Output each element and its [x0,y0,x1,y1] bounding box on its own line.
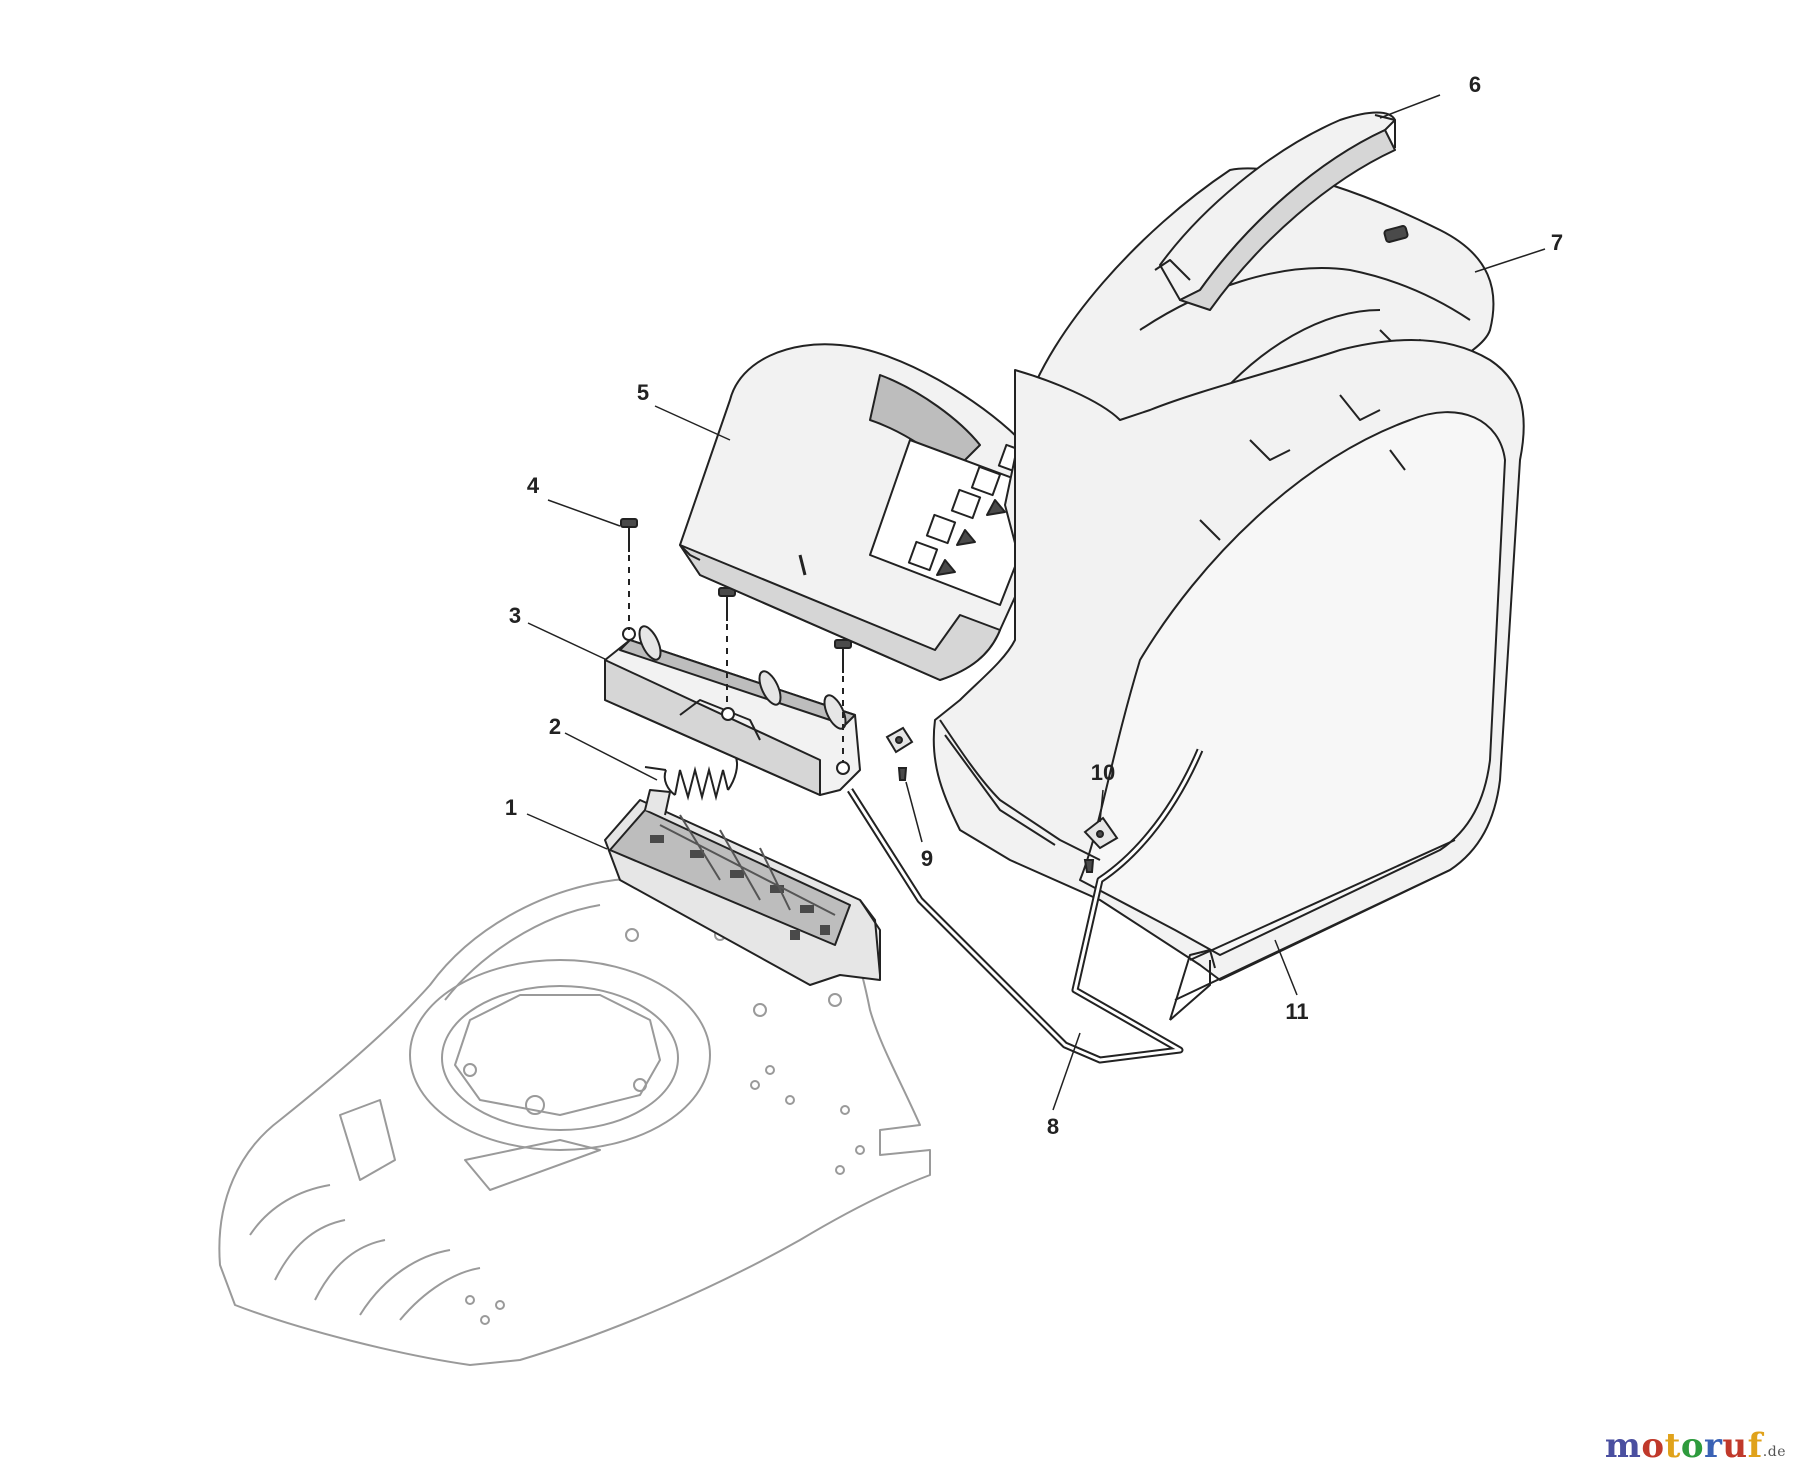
callout-6: 6 [1469,72,1481,97]
part-11-grass-bag [932,339,1525,1021]
watermark-letter: u [1722,1426,1748,1466]
callout-3: 3 [509,603,521,628]
watermark-logo: motoruf.de [1605,1426,1786,1466]
part-5-cover [679,343,1055,681]
callout-10: 10 [1091,760,1115,785]
callout-5: 5 [637,380,649,405]
callout-8: 8 [1047,1114,1059,1139]
watermark-letter: t [1664,1426,1681,1466]
part-9-bracket [885,726,914,781]
part-3-flap [604,625,861,796]
part-6-handle [1154,111,1396,311]
watermark-tld: .de [1762,1444,1786,1460]
part-4-screws [620,518,852,762]
callout-numbers: 1 2 3 4 5 6 7 8 9 10 11 [505,72,1563,1139]
leader-lines [526,94,1546,1111]
callout-11: 11 [1285,999,1308,1024]
watermark-letter: o [1641,1426,1665,1466]
watermark-letter: o [1680,1426,1704,1466]
watermark-letter: m [1604,1426,1642,1466]
callout-1: 1 [505,795,517,820]
callout-2: 2 [549,714,561,739]
callout-7: 7 [1551,230,1563,255]
watermark-letter: r [1704,1426,1723,1466]
watermark-letter: f [1747,1426,1763,1466]
part-8-frame-inner [848,749,1202,1062]
part-1-flap-bracket [604,789,881,986]
callout-4: 4 [527,473,540,498]
callout-9: 9 [921,846,933,871]
part-10-bracket [1083,816,1119,873]
